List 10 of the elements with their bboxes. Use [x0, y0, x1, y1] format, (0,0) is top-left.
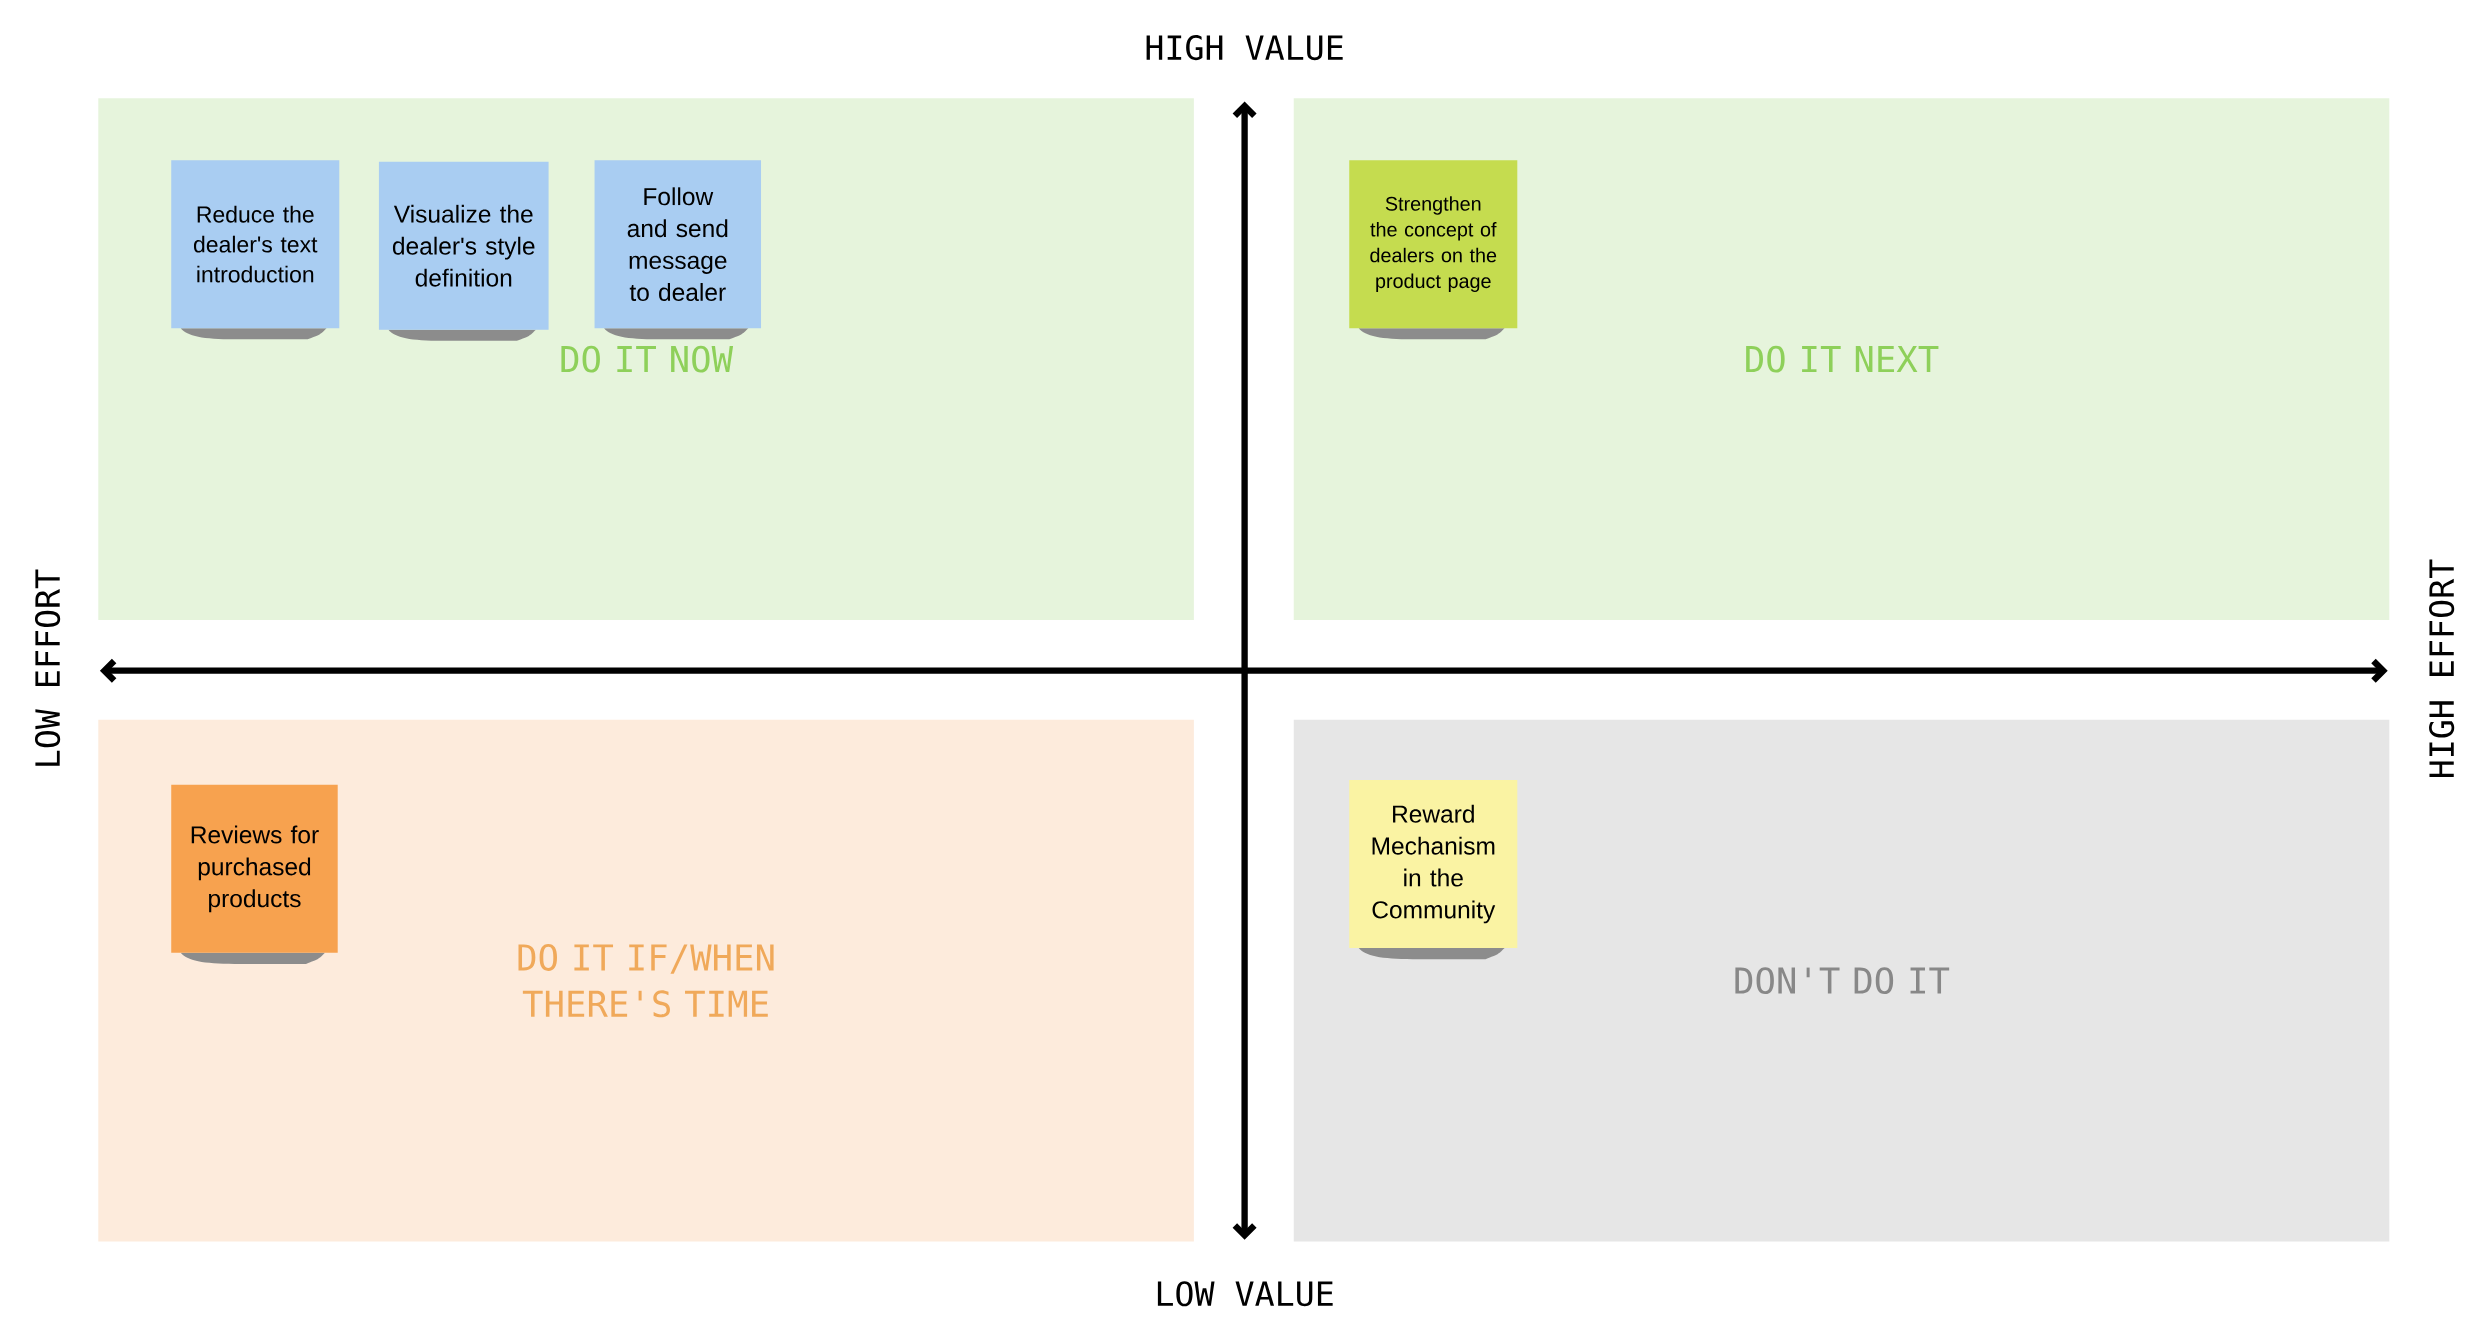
axis-label: HIGH EFFORT — [2429, 559, 2455, 777]
axis-label: LOW EFFORT — [35, 569, 61, 766]
axis-label: HIGH VALUE — [1146, 34, 1343, 60]
sticky-note: Reward Mechanism in the Community — [1349, 779, 1518, 960]
axis-label: LOW VALUE — [1157, 1281, 1333, 1307]
sticky-note: Visualize the dealer's style definition — [378, 161, 549, 341]
sticky-note: Reviews for purchased products — [171, 784, 338, 964]
sticky-note: Strengthen the concept of dealers on the product page — [1349, 159, 1518, 340]
sticky-note: Reduce the dealer's text introduction — [171, 159, 340, 340]
sticky-note: Follow and send message to dealer — [594, 159, 762, 340]
